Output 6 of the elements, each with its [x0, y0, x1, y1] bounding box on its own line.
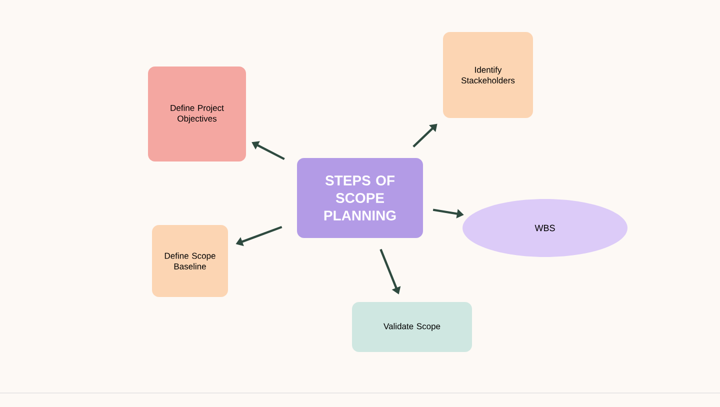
arrow [412, 124, 438, 148]
step-box: Define Project Objectives [148, 66, 246, 162]
center-box: STEPS OF SCOPE PLANNING [297, 158, 423, 238]
step-box: Define Scope Baseline [152, 225, 228, 297]
step-box: Validate Scope [352, 302, 472, 352]
step-box: Identify Stackeholders [443, 32, 533, 118]
